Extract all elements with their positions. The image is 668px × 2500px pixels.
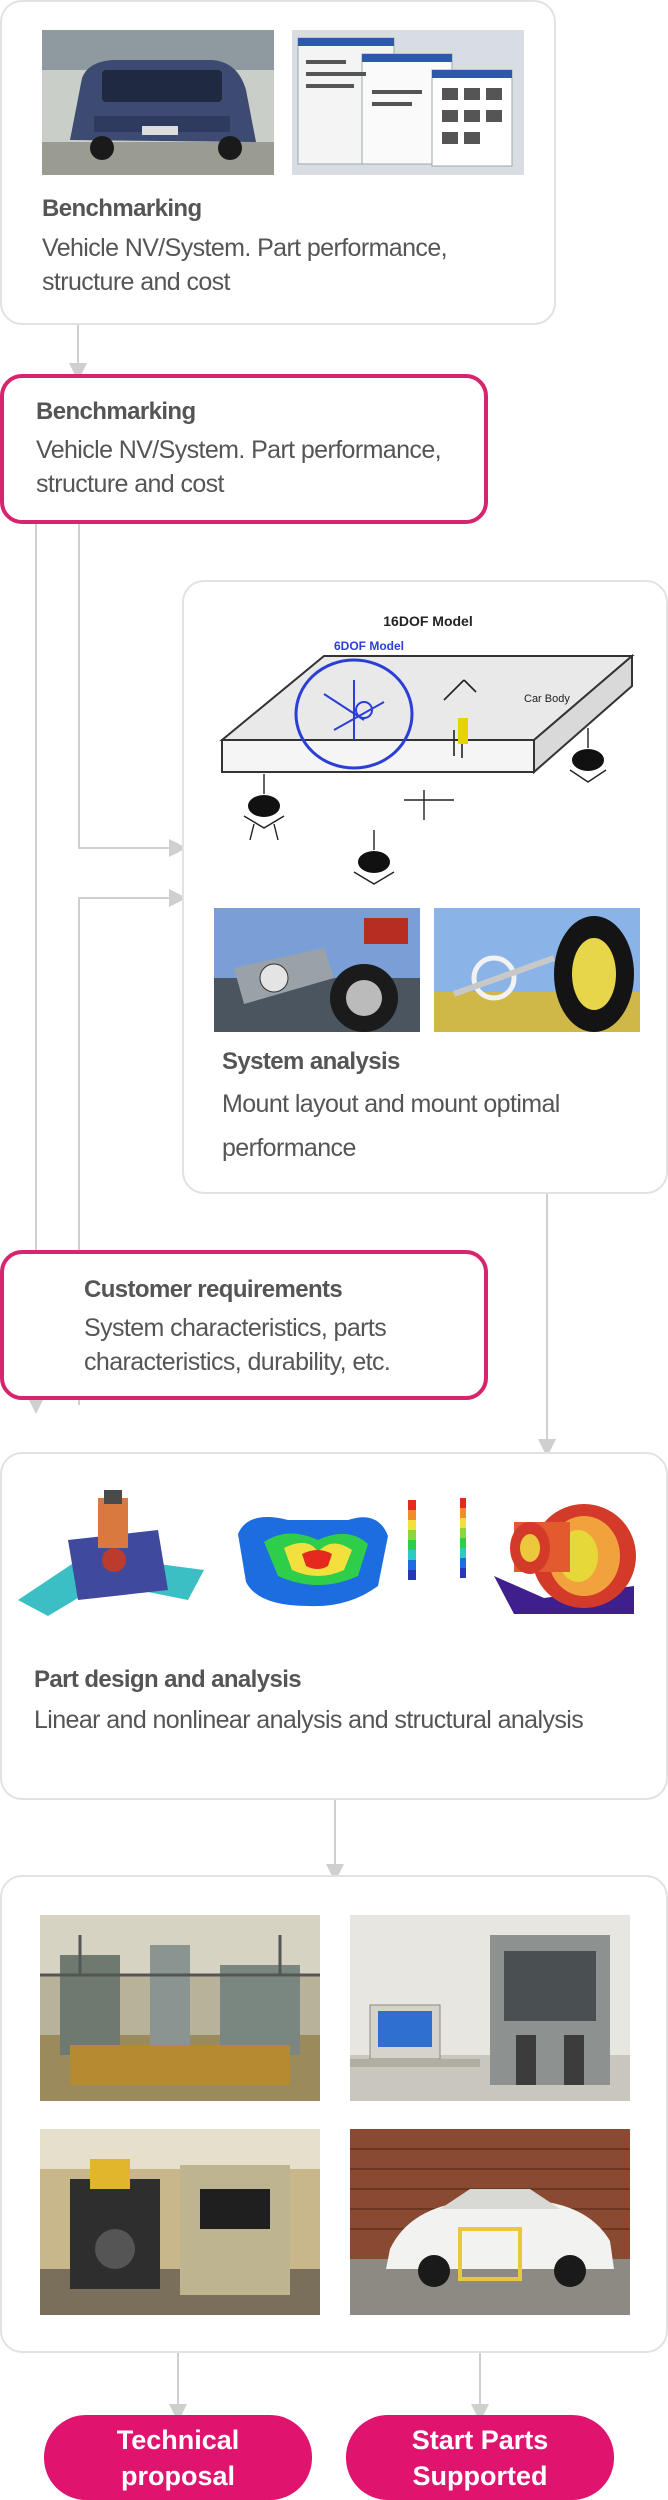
start-parts-line1: Start Parts (411, 2424, 549, 2455)
inner-model-label: 6DOF Model (334, 639, 404, 653)
start-parts-supported-button[interactable]: Start Parts Supported (346, 2415, 614, 2500)
benchmarking-highlight-title: Benchmarking (36, 398, 196, 425)
customer-requirements-line1: System characteristics, parts (84, 1314, 387, 1342)
part-design-card: Part design and analysis Linear and nonl… (0, 1452, 668, 1800)
test-equipment-photo (350, 1915, 630, 2101)
benchmarking-title: Benchmarking (42, 195, 202, 222)
benchmarking-card: Benchmarking Vehicle NV/System. Part per… (0, 0, 556, 325)
stress-contour-plot (228, 1490, 428, 1618)
customer-requirements-title: Customer requirements (84, 1276, 343, 1303)
benchmarking-highlight-line1: Vehicle NV/System. Part performance, (36, 436, 442, 464)
customer-requirements-card: Customer requirements System characteris… (0, 1250, 488, 1400)
benchmarking-highlight-card: Benchmarking Vehicle NV/System. Part per… (0, 374, 488, 524)
benchmarking-highlight-line2: structure and cost (36, 470, 225, 498)
outer-model-label: 16DOF Model (383, 613, 472, 629)
technical-proposal-line1: Technical (116, 2424, 240, 2455)
system-analysis-title: System analysis (222, 1048, 400, 1075)
suspension-photo-right (434, 908, 640, 1032)
system-analysis-line2: performance (222, 1134, 356, 1162)
customer-requirements-line2: characteristics, durability, etc. (84, 1348, 391, 1376)
factory-line-photo (40, 1915, 320, 2101)
system-analysis-line1: Mount layout and mount optimal (222, 1090, 560, 1118)
testing-photos-card (0, 1875, 668, 2353)
technical-proposal-line2: proposal (120, 2460, 235, 2491)
assembly-machine-photo (40, 2129, 320, 2315)
technical-proposal-button[interactable]: Technical proposal (44, 2415, 312, 2500)
vehicle-test-photo (350, 2129, 630, 2315)
dof-model-diagram: 16DOF Model 6DOF Model Car Body (214, 610, 640, 890)
benchmarking-desc-line1: Vehicle NV/System. Part performance, (42, 234, 448, 262)
fem-mount-model (18, 1490, 208, 1618)
start-parts-line2: Supported (412, 2460, 548, 2491)
part-design-title: Part design and analysis (34, 1666, 302, 1693)
software-screenshot (292, 30, 524, 175)
system-analysis-card: 16DOF Model 6DOF Model Car Body (182, 580, 668, 1194)
benchmarking-desc-line2: structure and cost (42, 268, 231, 296)
car-body-label: Car Body (524, 693, 570, 705)
part-design-line1: Linear and nonlinear analysis and struct… (34, 1706, 584, 1734)
vehicle-photo (42, 30, 274, 175)
deformation-contour-plot (454, 1486, 654, 1618)
suspension-photo-left (214, 908, 420, 1032)
